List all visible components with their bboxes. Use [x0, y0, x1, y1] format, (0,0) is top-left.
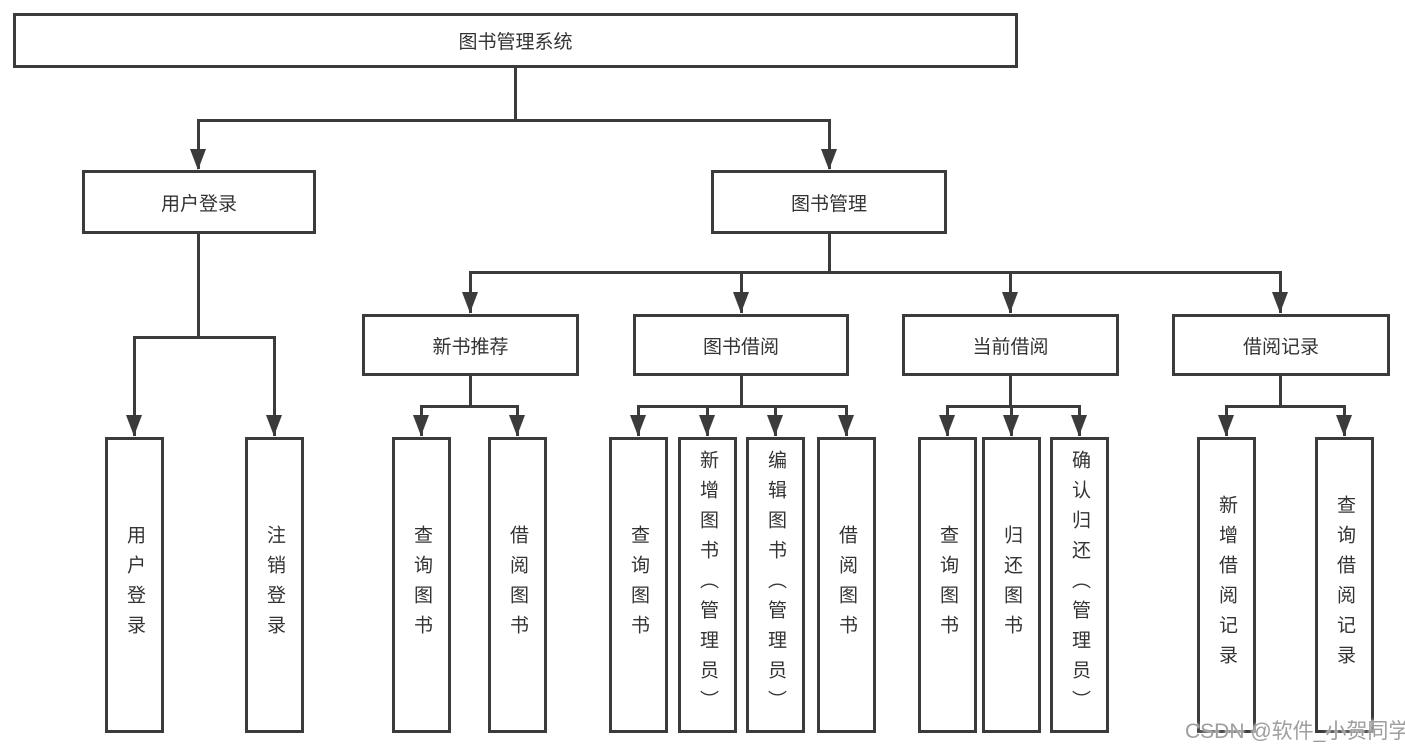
- leaf-cb-return-books-label: 归还图书: [1001, 525, 1022, 645]
- node-borrow-records-label: 借阅记录: [1242, 336, 1319, 358]
- connector-level3-rail: [469, 271, 1282, 274]
- leaf-cb-query-books: 查询图书: [918, 437, 977, 733]
- csdn-watermark: CSDN @软件_小贺同学: [1185, 720, 1405, 743]
- leaf-br-add-record: 新增借阅记录: [1197, 437, 1256, 733]
- leaf-bb-query-books-label: 查询图书: [628, 525, 649, 645]
- leaf-logout: 注销登录: [245, 437, 304, 733]
- connector-level2-rail: [197, 119, 831, 122]
- leaf-bb-edit-books-admin-label: 编辑图书（管理员）: [765, 450, 786, 720]
- connector-current-rail: [946, 405, 1081, 408]
- leaf-nr-borrow-books-label: 借阅图书: [507, 525, 528, 645]
- leaf-user-login-label: 用户登录: [124, 525, 145, 645]
- connector-user-login-stub: [197, 234, 200, 339]
- arrow-to-cb-query: [939, 415, 955, 436]
- arrow-to-user-login: [190, 149, 206, 170]
- arrow-to-new-rec: [462, 292, 478, 313]
- connector-borrow-rail: [637, 405, 848, 408]
- arrow-to-nr-query: [413, 415, 429, 436]
- arrow-to-bb-add: [699, 415, 715, 436]
- leaf-br-add-record-label: 新增借阅记录: [1216, 495, 1237, 675]
- arrow-to-nr-borrow: [509, 415, 525, 436]
- arrow-to-borrow: [733, 292, 749, 313]
- node-library-system: 图书管理系统: [13, 13, 1018, 68]
- connector-records-stub: [1279, 376, 1282, 408]
- node-current-borrow: 当前借阅: [902, 314, 1119, 376]
- leaf-bb-borrow-books-label: 借阅图书: [836, 525, 857, 645]
- connector-user-login-rail: [133, 336, 276, 339]
- node-current-borrow-label: 当前借阅: [972, 336, 1049, 358]
- node-new-book-recommend: 新书推荐: [362, 314, 579, 376]
- connector-user-login-shaft: [197, 119, 200, 169]
- node-book-management: 图书管理: [711, 170, 947, 234]
- leaf-cb-confirm-return-admin: 确认归还（管理员）: [1050, 437, 1109, 733]
- arrow-to-bb-borrow: [838, 415, 854, 436]
- connector-leaf-logout-shaft: [273, 336, 276, 436]
- leaf-cb-query-books-label: 查询图书: [937, 525, 958, 645]
- connector-new-rec-rail: [420, 405, 519, 408]
- arrow-to-leaf-logout: [266, 415, 282, 436]
- leaf-nr-borrow-books: 借阅图书: [488, 437, 547, 733]
- node-book-borrow-label: 图书借阅: [702, 336, 779, 358]
- leaf-bb-query-books: 查询图书: [609, 437, 668, 733]
- leaf-bb-add-books-admin-label: 新增图书（管理员）: [697, 450, 718, 720]
- leaf-cb-return-books: 归还图书: [982, 437, 1041, 733]
- leaf-bb-add-books-admin: 新增图书（管理员）: [678, 437, 737, 733]
- arrow-to-bb-query: [630, 415, 646, 436]
- leaf-bb-borrow-books: 借阅图书: [817, 437, 876, 733]
- node-library-system-label: 图书管理系统: [458, 32, 573, 53]
- arrow-to-records: [1272, 292, 1288, 313]
- arrow-to-bb-edit: [767, 415, 783, 436]
- node-book-management-label: 图书管理: [790, 193, 867, 215]
- node-user-login: 用户登录: [82, 170, 316, 234]
- leaf-logout-label: 注销登录: [264, 525, 285, 645]
- connector-current-stub: [1009, 376, 1012, 408]
- node-user-login-label: 用户登录: [160, 193, 237, 215]
- node-borrow-records: 借阅记录: [1172, 314, 1390, 376]
- arrow-to-cb-return: [1003, 415, 1019, 436]
- leaf-nr-query-books-label: 查询图书: [411, 525, 432, 645]
- leaf-cb-confirm-return-admin-label: 确认归还（管理员）: [1069, 450, 1090, 720]
- node-book-borrow: 图书借阅: [633, 314, 849, 376]
- leaf-user-login: 用户登录: [105, 437, 164, 733]
- connector-book-mgmt-stub: [828, 234, 831, 274]
- arrow-to-br-query: [1336, 415, 1352, 436]
- connector-borrow-stub: [740, 376, 743, 408]
- node-new-book-recommend-label: 新书推荐: [432, 336, 509, 358]
- connector-leaf-login-shaft: [133, 336, 136, 436]
- arrow-to-br-add: [1218, 415, 1234, 436]
- connector-book-mgmt-shaft: [828, 119, 831, 169]
- leaf-br-query-record-label: 查询借阅记录: [1334, 495, 1355, 675]
- arrow-to-book-mgmt: [821, 149, 837, 170]
- leaf-nr-query-books: 查询图书: [392, 437, 451, 733]
- arrow-to-leaf-login: [126, 415, 142, 436]
- leaf-br-query-record: 查询借阅记录: [1315, 437, 1374, 733]
- connector-new-rec-stub: [469, 376, 472, 408]
- arrow-to-cb-confirm: [1071, 415, 1087, 436]
- connector-records-rail: [1225, 405, 1346, 408]
- leaf-bb-edit-books-admin: 编辑图书（管理员）: [746, 437, 805, 733]
- arrow-to-current: [1002, 292, 1018, 313]
- connector-root-stub: [514, 68, 517, 122]
